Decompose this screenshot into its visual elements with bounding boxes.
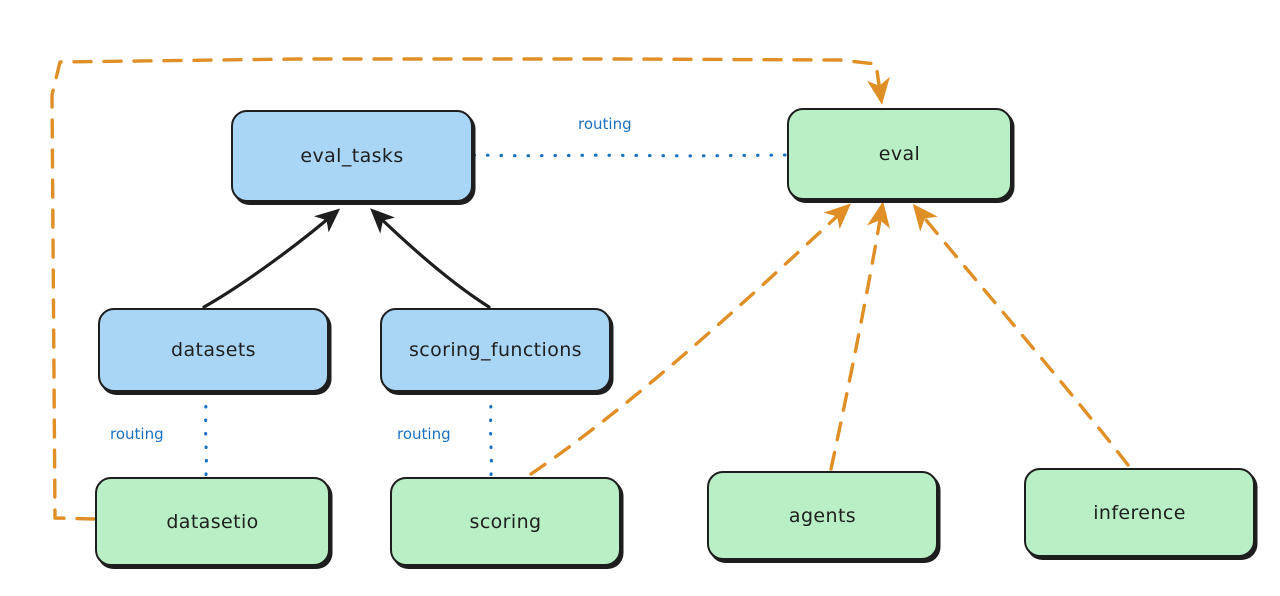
node-datasets[interactable]: datasets	[98, 308, 329, 392]
edge-label-routing-datasets-datasetio: routing	[110, 425, 164, 443]
edge-label-routing-eval-tasks-eval: routing	[578, 115, 632, 133]
node-eval[interactable]: eval	[787, 108, 1012, 200]
node-label: eval_tasks	[300, 145, 404, 167]
node-scoring-functions[interactable]: scoring_functions	[380, 308, 611, 392]
edge-scoring_functions-to-scoring	[488, 391, 493, 479]
node-inference[interactable]: inference	[1024, 468, 1255, 557]
edge-datasets-to-eval_tasks	[202, 208, 341, 309]
node-label: inference	[1093, 501, 1186, 524]
edge-agents-to-eval	[829, 201, 890, 471]
node-scoring[interactable]: scoring	[390, 477, 621, 566]
node-eval-tasks[interactable]: eval_tasks	[231, 110, 473, 202]
edge-eval_tasks-to-eval	[472, 153, 788, 158]
node-label: datasets	[171, 339, 256, 361]
edge-inference-to-eval	[912, 203, 1130, 467]
edge-scoring-to-eval	[529, 203, 851, 476]
node-label: datasetio	[166, 510, 259, 533]
edge-datasets-to-datasetio	[204, 391, 208, 479]
node-agents[interactable]: agents	[707, 471, 938, 560]
node-label: agents	[788, 504, 857, 527]
edge-label-routing-scoring-functions-scoring: routing	[397, 425, 451, 443]
node-label: scoring_functions	[409, 339, 582, 361]
edge-scoring_functions-to-eval_tasks	[370, 208, 491, 309]
node-datasetio[interactable]: datasetio	[95, 477, 330, 566]
node-label: eval	[878, 143, 921, 165]
edge-datasetio-to-eval	[50, 57, 890, 521]
node-label: scoring	[469, 510, 542, 533]
